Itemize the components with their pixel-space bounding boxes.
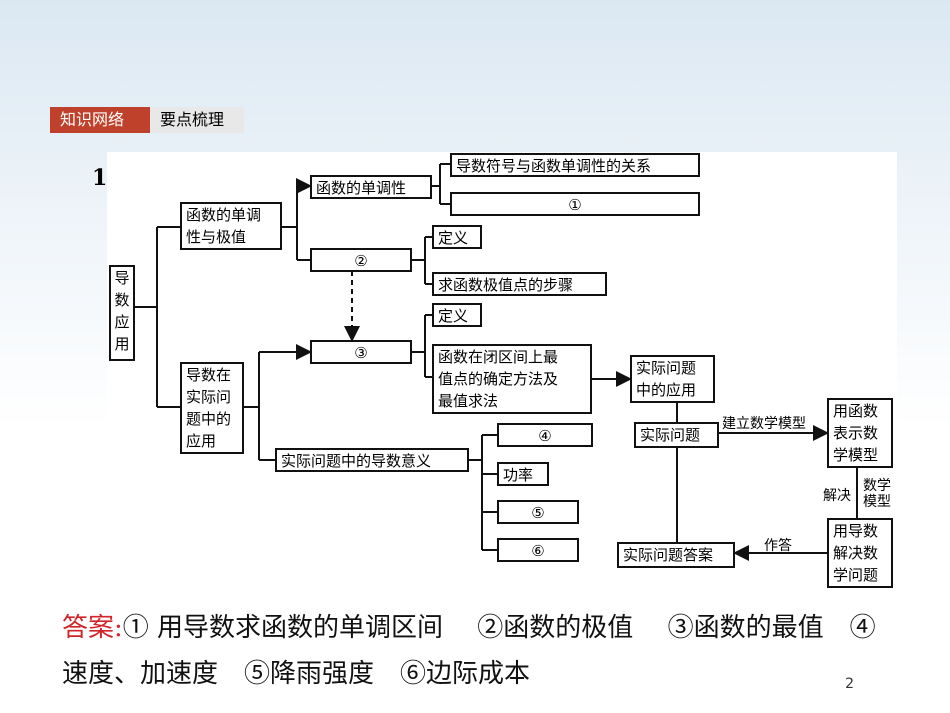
tab-key-points[interactable]: 要点梳理	[150, 107, 244, 133]
monotone-extreme-node: 函数的单调 性与极值	[180, 202, 282, 250]
root-node: 导 数 应 用	[109, 265, 135, 361]
definition-node-1: 定义	[432, 225, 482, 249]
blank-2: ②	[310, 248, 412, 272]
extreme-steps-node: 求函数极值点的步骤	[432, 272, 607, 296]
function-representation-node: 用函数 表示数 学模型	[827, 398, 893, 468]
solve-label: 解决	[823, 488, 851, 504]
practical-problem-node: 实际问题	[634, 422, 719, 448]
do-answer-label: 作答	[764, 538, 792, 554]
blank-1: ①	[450, 192, 700, 216]
use-derivative-node: 用导数 解决数 学问题	[827, 518, 893, 588]
practical-answer-node: 实际问题答案	[617, 542, 735, 568]
answer-content: ① 用导数求函数的单调区间 ②函数的极值 ③函数的最值 ④速度、加速度 ⑤降雨强…	[62, 613, 876, 689]
practical-node: 导数在 实际问 题中的 应用	[180, 362, 244, 454]
blank-3: ③	[310, 340, 412, 364]
tab-knowledge-network[interactable]: 知识网络	[50, 107, 150, 133]
definition-node-2: 定义	[432, 303, 482, 327]
page-number: 2	[845, 676, 854, 692]
closed-interval-node: 函数在闭区间上最 值点的确定方法及 最值求法	[432, 344, 592, 414]
derivative-meaning-node: 实际问题中的导数意义	[275, 448, 469, 472]
blank-5: ⑤	[497, 500, 579, 524]
math-model-label: 数学 模型	[863, 478, 891, 510]
answer-text: 答案:① 用导数求函数的单调区间 ②函数的极值 ③函数的最值 ④速度、加速度 ⑤…	[62, 605, 892, 697]
power-node: 功率	[497, 462, 549, 486]
monotonicity-node: 函数的单调性	[310, 175, 432, 199]
practical-application-node: 实际问题 中的应用	[630, 355, 715, 403]
connector-lines	[135, 163, 858, 561]
sign-relation-node: 导数符号与函数单调性的关系	[450, 153, 700, 177]
diagram-panel: 导 数 应 用 函数的单调 性与极值 函数的单调性 导数符号与函数单调性的关系 …	[107, 152, 897, 588]
build-model-label: 建立数学模型	[722, 416, 806, 432]
blank-6: ⑥	[497, 538, 579, 562]
blank-4: ④	[497, 423, 593, 447]
answer-label: 答案	[62, 613, 115, 643]
answer-colon: :	[114, 613, 123, 643]
